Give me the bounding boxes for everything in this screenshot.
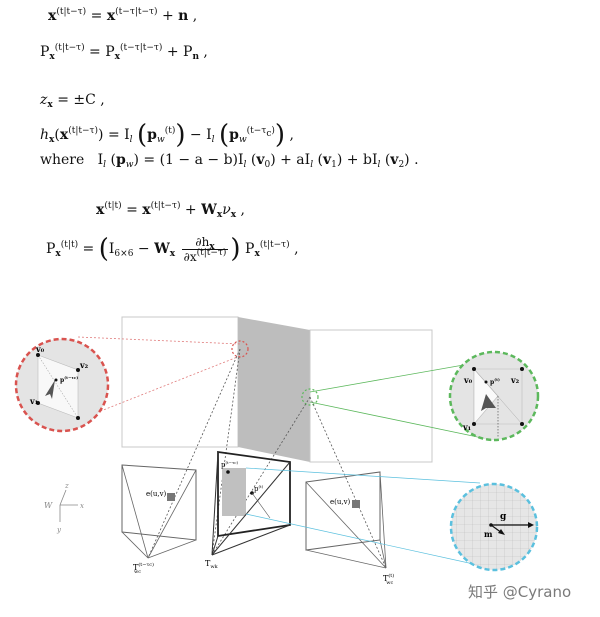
- scene-gray-wall: [238, 317, 310, 462]
- equation-state-prediction: x(t|t−τ) = x(t−τ|t−τ) + n ,: [48, 7, 198, 25]
- axis-x-label: x: [80, 502, 84, 510]
- axis-y-label: y: [56, 526, 62, 534]
- camera-middle: [211, 450, 291, 556]
- green-zoom-circle: [448, 350, 540, 442]
- axis-w-label: W: [44, 501, 53, 510]
- red-zoom-circle: [14, 337, 110, 433]
- blue-g-label: g: [500, 512, 507, 522]
- scene-right-panel: [309, 329, 433, 463]
- green-guide-bottom: [309, 401, 493, 441]
- blue-zoom-circle: [449, 482, 539, 572]
- green-p-label: p(t): [490, 377, 500, 386]
- ray-right: [309, 396, 387, 569]
- axis-z-label: z: [64, 482, 69, 490]
- right-camera-label: T(t)wc: [383, 572, 394, 586]
- equation-interpolation: where Il (pw) = (1 − a − b)Il (v0) + aIl…: [40, 152, 419, 170]
- red-v0-label: v₀: [35, 344, 45, 354]
- ray-mid-2: [211, 396, 311, 556]
- green-marker: [301, 388, 319, 406]
- green-v0-label: v₀: [463, 375, 473, 385]
- red-v2-label: v₂: [79, 360, 89, 370]
- watermark: 知乎 @Cyrano: [468, 583, 572, 601]
- mid-p1-label: p(t−τc): [221, 460, 238, 469]
- world-axes: [59, 489, 78, 522]
- blue-m-label: m: [484, 529, 493, 539]
- blue-guide-bottom: [245, 513, 479, 566]
- red-p-label: p(t−τc): [60, 375, 78, 384]
- red-v1-label: v₁: [29, 396, 38, 406]
- red-guide-bottom: [77, 355, 241, 421]
- ray-mid-1: [211, 348, 241, 556]
- green-v2-label: v₂: [510, 375, 520, 385]
- green-v1-label: v₁: [462, 422, 471, 432]
- red-marker: [231, 340, 249, 358]
- camera-right: [305, 471, 387, 569]
- camera-left: [121, 464, 197, 559]
- equation-measurement: zx = ±C ,: [40, 92, 105, 110]
- equation-covariance-prediction: Px(t|t−τ) = Px(t−τ|t−τ) + Pn ,: [40, 43, 208, 62]
- equation-state-update: x(t|t) = x(t|t−τ) + Wxνx ,: [96, 201, 246, 220]
- mid-camera-label: Twk: [205, 559, 219, 570]
- red-guide-top: [77, 336, 241, 345]
- scene-left-panel: [121, 316, 239, 448]
- equation-covariance-update: Px(t|t) = (I6×6 − Wx ∂hx ∂x(t|t−τ) ) Px(…: [46, 234, 299, 264]
- mid-p2-label: p(t): [254, 484, 264, 493]
- blue-guide-top: [245, 467, 481, 484]
- equation-measurement-function: hx(x(t|t−τ)) = Il (pw(t)) − Il (pw(t−τc)…: [40, 120, 294, 150]
- left-e-label: e(u,v): [146, 490, 167, 498]
- right-e-label: e(u,v): [330, 498, 351, 506]
- left-camera-label: T(t−τc)wc: [133, 561, 154, 575]
- tracking-figure: e(u,v) T(t−τc)wc p(t−τc) p(t) Twk e(u,v): [14, 316, 540, 586]
